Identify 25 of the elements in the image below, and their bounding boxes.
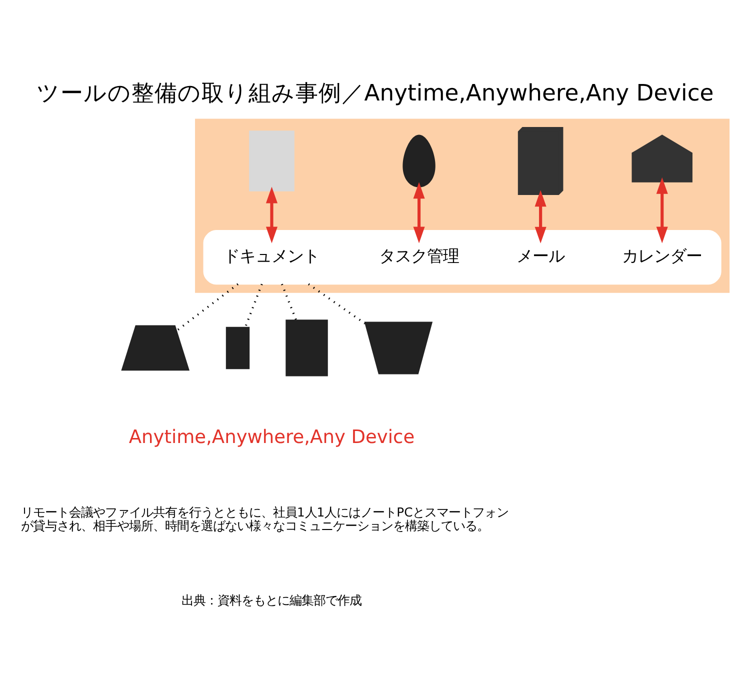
arrow	[266, 186, 278, 243]
node-text: ドキュメント	[224, 246, 320, 265]
label: 出典：資料をもとに編集部で作成	[182, 593, 362, 608]
node-tablet	[286, 319, 328, 376]
label: Anytime,Anywhere,Any Device	[128, 426, 415, 448]
node-text: メール	[516, 246, 565, 265]
label: リモート会議やファイル共有を行うとともに、社員1人1人にはノートPCとスマートフォンが貸与され、相手や場所、時間を選ばない様々なコミュニケーションを構築している。	[20, 504, 509, 532]
node-person	[402, 134, 436, 187]
connector	[244, 283, 263, 328]
connector	[280, 283, 298, 320]
node-text: タスク管理	[379, 246, 460, 265]
node-house	[632, 134, 692, 182]
connector	[176, 282, 239, 332]
node-smartphone	[226, 326, 250, 369]
connector	[308, 282, 366, 324]
cluster	[203, 230, 722, 284]
node-text: カレンダー	[622, 246, 702, 265]
cluster	[195, 118, 730, 292]
node-printer	[249, 130, 294, 191]
node-monitor	[364, 321, 433, 374]
arrow	[656, 176, 668, 243]
node-laptop	[121, 324, 190, 370]
diagram-title: ツールの整備の取り組み事例／Anytime,Anywhere,Any Device	[36, 80, 714, 106]
arrow	[534, 190, 546, 243]
arrow	[413, 182, 425, 243]
